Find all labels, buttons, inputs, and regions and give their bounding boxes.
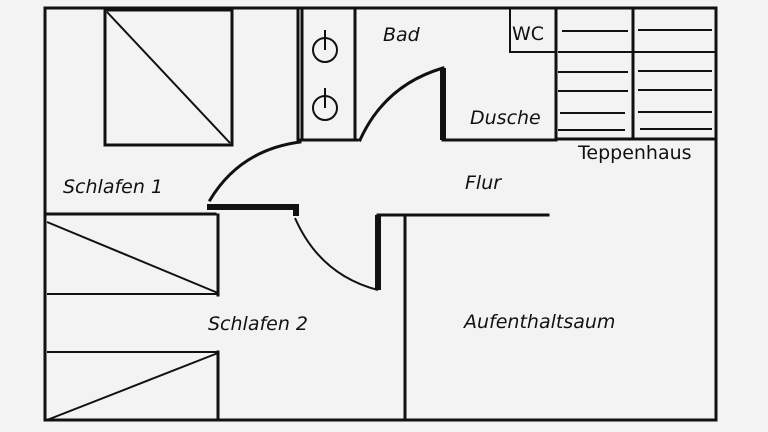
wc-box xyxy=(509,8,556,53)
schlafen-2-beds xyxy=(46,213,220,422)
interior-walls xyxy=(43,6,558,422)
door-schlafen-2 xyxy=(294,217,379,291)
label-flur: Flur xyxy=(465,172,502,194)
label-schlafen-1: Schlafen 1 xyxy=(63,176,163,198)
label-bad: Bad xyxy=(383,24,421,46)
label-dusche: Dusche xyxy=(470,107,541,129)
staircase xyxy=(554,6,718,141)
schlafen-1-bed xyxy=(103,8,234,147)
label-aufenthaltsraum: Aufenthaltsaum xyxy=(462,311,615,333)
doors xyxy=(207,66,445,291)
label-wc: WC xyxy=(512,23,544,45)
door-schlafen-1 xyxy=(207,140,302,203)
sinks xyxy=(300,6,357,142)
door-bad xyxy=(358,66,445,142)
label-schlafen-2: Schlafen 2 xyxy=(208,313,308,335)
label-treppenhaus: Teppenhaus xyxy=(577,142,692,164)
